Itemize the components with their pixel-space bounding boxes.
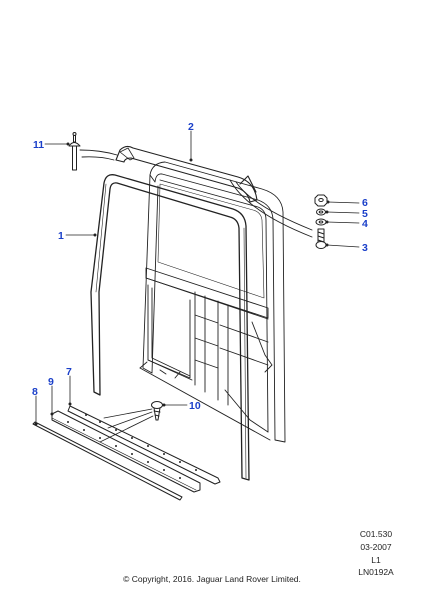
sill-strip-upper (67, 405, 221, 485)
callout-3[interactable]: 3 (362, 242, 368, 254)
callout-5[interactable]: 5 (362, 208, 368, 220)
door-seal (90, 174, 250, 481)
callout-6[interactable]: 6 (362, 197, 368, 209)
screw-pointer-lines (99, 408, 154, 443)
callout-11[interactable]: 11 (33, 139, 44, 151)
copyright-notice: © Copyright, 2016. Jaguar Land Rover Lim… (123, 574, 301, 584)
diagram-code: C01.530 (359, 529, 393, 539)
callout-7[interactable]: 7 (66, 366, 72, 378)
door-frame (139, 161, 286, 443)
diagram-date: 03-2007 (360, 542, 392, 552)
spring-washer (316, 208, 326, 216)
callout-10[interactable]: 10 (189, 400, 201, 412)
screw-fastener (315, 228, 327, 249)
diagram-ref: LN0192A (358, 567, 394, 577)
callout-4[interactable]: 4 (362, 218, 368, 230)
leader-lines (35, 130, 360, 425)
rivet-fastener (68, 132, 81, 171)
diagram-level: L1 (371, 555, 381, 565)
leader-dots (34, 142, 330, 426)
callout-9[interactable]: 9 (48, 376, 54, 388)
sill-plate (51, 410, 201, 493)
weather-strip (32, 421, 183, 501)
header-seal (79, 145, 313, 238)
hex-nut (314, 194, 328, 207)
sill-holes (85, 414, 197, 471)
callout-2[interactable]: 2 (188, 121, 194, 133)
callout-8[interactable]: 8 (32, 386, 38, 398)
callout-1[interactable]: 1 (58, 230, 64, 242)
self-tapping-screw (151, 401, 163, 421)
washer (315, 218, 327, 226)
